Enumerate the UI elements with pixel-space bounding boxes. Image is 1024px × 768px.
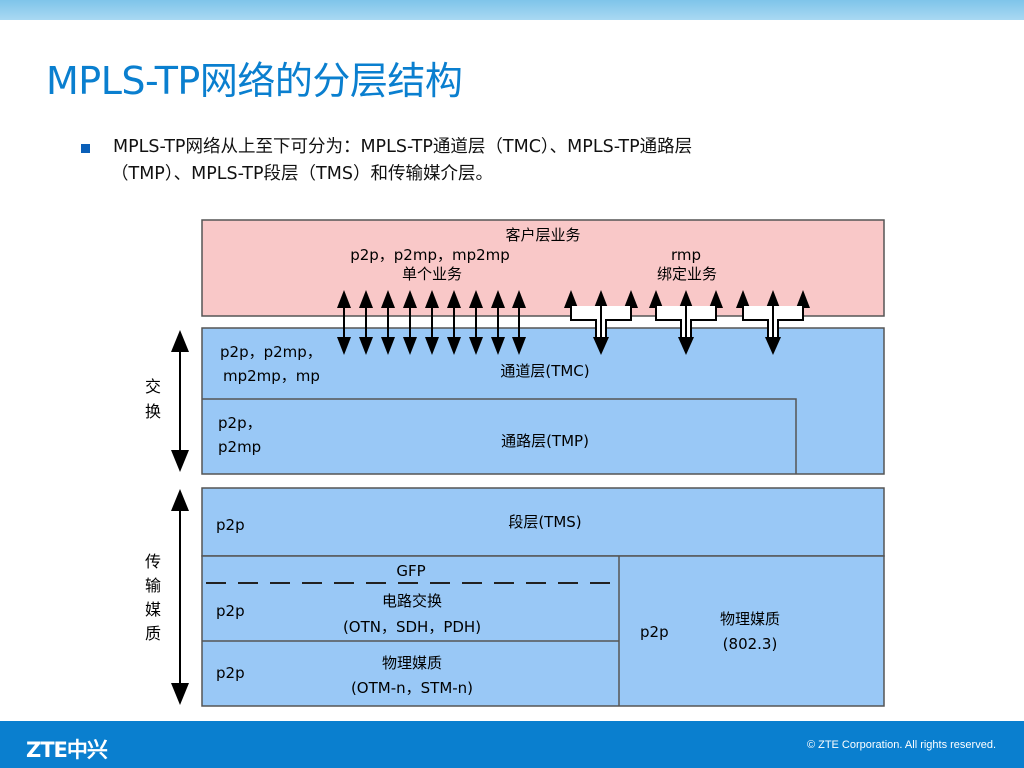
double-arrow — [403, 290, 417, 355]
physical-right-label-2: (802.3) — [723, 635, 778, 653]
side-label-switch-2: 换 — [145, 402, 161, 421]
physical-left-label-2: (OTM-n，STM-n) — [351, 679, 473, 697]
footer-bar — [0, 721, 1024, 768]
circuit-label-2: (OTN，SDH，PDH) — [343, 618, 481, 636]
tmc-types-2: mp2mp，mp — [223, 367, 320, 385]
bullet-marker — [81, 144, 90, 153]
side-label-media-2: 输 — [145, 576, 161, 595]
double-arrow — [337, 290, 351, 355]
bullet-text: MPLS-TP网络从上至下可分为：MPLS-TP通道层（TMC）、MPLS-TP… — [111, 134, 913, 188]
side-label-switch-1: 交 — [145, 377, 161, 396]
tmp-types-1: p2p， — [218, 414, 262, 432]
copyright-text: © ZTE Corporation. All rights reserved. — [806, 739, 996, 751]
double-arrow — [469, 290, 483, 355]
circuit-label-1: 电路交换 — [382, 592, 442, 610]
circuit-types: p2p — [216, 602, 245, 620]
client-bundle-types: rmp — [671, 246, 701, 264]
physical-right-label-1: 物理媒质 — [720, 610, 780, 628]
client-single-types: p2p，p2mp，mp2mp — [350, 246, 510, 264]
double-arrow — [425, 290, 439, 355]
double-arrow — [491, 290, 505, 355]
bundle-service-arrows — [564, 290, 810, 355]
bundle-group-2 — [649, 290, 723, 355]
slide-title: MPLS-TP网络的分层结构 — [46, 59, 463, 103]
tmc-types-1: p2p，p2mp， — [220, 343, 322, 361]
layer-diagram: 客户层业务 p2p，p2mp，mp2mp 单个业务 rmp 绑定业务 p2p，p… — [145, 219, 885, 707]
physical-left-label-1: 物理媒质 — [382, 654, 442, 672]
bullet-line-2: （TMP）、MPLS-TP段层（TMS）和传输媒介层。 — [111, 164, 493, 184]
double-arrow — [381, 290, 395, 355]
media-range-arrow — [171, 489, 189, 705]
tmp-layer-outline — [202, 398, 797, 474]
client-layer-label: 客户层业务 — [505, 226, 580, 244]
double-arrow — [359, 290, 373, 355]
switch-range-arrow — [171, 330, 189, 472]
client-bundle-label: 绑定业务 — [657, 265, 717, 283]
bullet-line-1: MPLS-TP网络从上至下可分为：MPLS-TP通道层（TMC）、MPLS-TP… — [113, 137, 693, 157]
side-label-media-3: 媒 — [145, 600, 161, 619]
side-label-media-1: 传 — [145, 552, 161, 571]
client-single-label: 单个业务 — [402, 265, 462, 283]
tmp-types-2: p2mp — [218, 438, 261, 456]
bundle-group-3 — [736, 290, 810, 355]
bundle-group-1 — [564, 290, 638, 355]
gfp-label: GFP — [396, 562, 425, 580]
tms-layer-label: 段层(TMS) — [508, 513, 581, 531]
double-arrow — [447, 290, 461, 355]
tms-layer-box — [201, 487, 885, 557]
tms-types: p2p — [216, 516, 245, 534]
media-layer-box — [201, 555, 885, 707]
zte-logo: ZTE中兴 — [26, 738, 108, 762]
tmp-layer-label: 通路层(TMP) — [501, 432, 589, 450]
double-arrow — [512, 290, 526, 355]
physical-left-types: p2p — [216, 664, 245, 682]
top-band — [0, 0, 1024, 20]
tmc-layer-box — [201, 327, 885, 475]
single-service-arrows — [337, 290, 526, 355]
tmc-layer-label: 通道层(TMC) — [500, 362, 589, 380]
side-label-media-4: 质 — [145, 624, 161, 643]
physical-right-types: p2p — [640, 623, 669, 641]
